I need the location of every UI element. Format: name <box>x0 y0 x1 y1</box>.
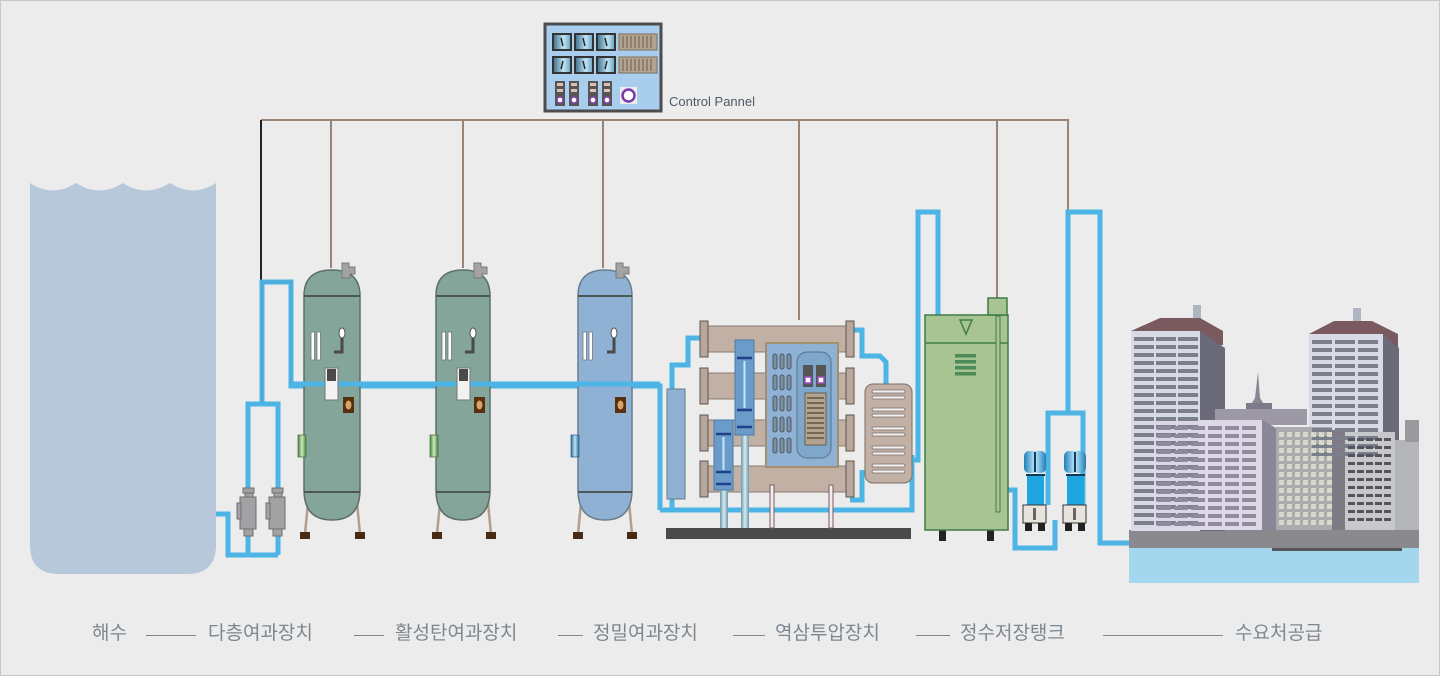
step-supply: 수요처공급 <box>1235 622 1323 644</box>
flow-connector <box>354 635 384 636</box>
step-seawater: 해수 <box>92 622 127 644</box>
switch-button-icon <box>555 81 612 106</box>
purified-water-storage-tank <box>924 297 1009 541</box>
control-wires <box>261 119 1069 320</box>
multilayer-filter-tank <box>297 262 365 539</box>
flow-connector <box>916 635 950 636</box>
activated-carbon-filter-tank <box>429 262 496 539</box>
reverse-osmosis-unit <box>666 320 913 539</box>
building-windows <box>1134 337 1391 526</box>
supply-pump-icon <box>1022 451 1087 531</box>
step-activated-carbon-filter: 활성탄여과장치 <box>395 622 518 644</box>
vent-grille-icon <box>618 33 658 74</box>
control-panel-label: Control Pannel <box>669 94 755 109</box>
power-indicator-icon <box>620 87 637 104</box>
seawater-reservoir <box>30 183 216 574</box>
precision-filter-tank <box>570 262 637 539</box>
intake-pump-icon <box>236 487 286 537</box>
pipe-outlines <box>261 281 292 404</box>
step-reverse-osmosis: 역삼투압장치 <box>775 622 880 644</box>
step-precision-filter: 정밀여과장치 <box>593 622 698 644</box>
step-multilayer-filter: 다층여과장치 <box>208 622 313 644</box>
gauge-icon <box>552 33 616 74</box>
step-storage-tank: 정수저장탱크 <box>960 622 1065 644</box>
process-flow-caption: 해수 다층여과장치 활성탄여과장치 정밀여과장치 역삼투압장치 정수저장탱크 수… <box>0 618 1440 654</box>
control-panel <box>543 22 663 113</box>
flow-connector <box>558 635 583 636</box>
flow-connector <box>733 635 765 636</box>
flow-connector <box>1103 635 1223 636</box>
flow-connector <box>146 635 196 636</box>
